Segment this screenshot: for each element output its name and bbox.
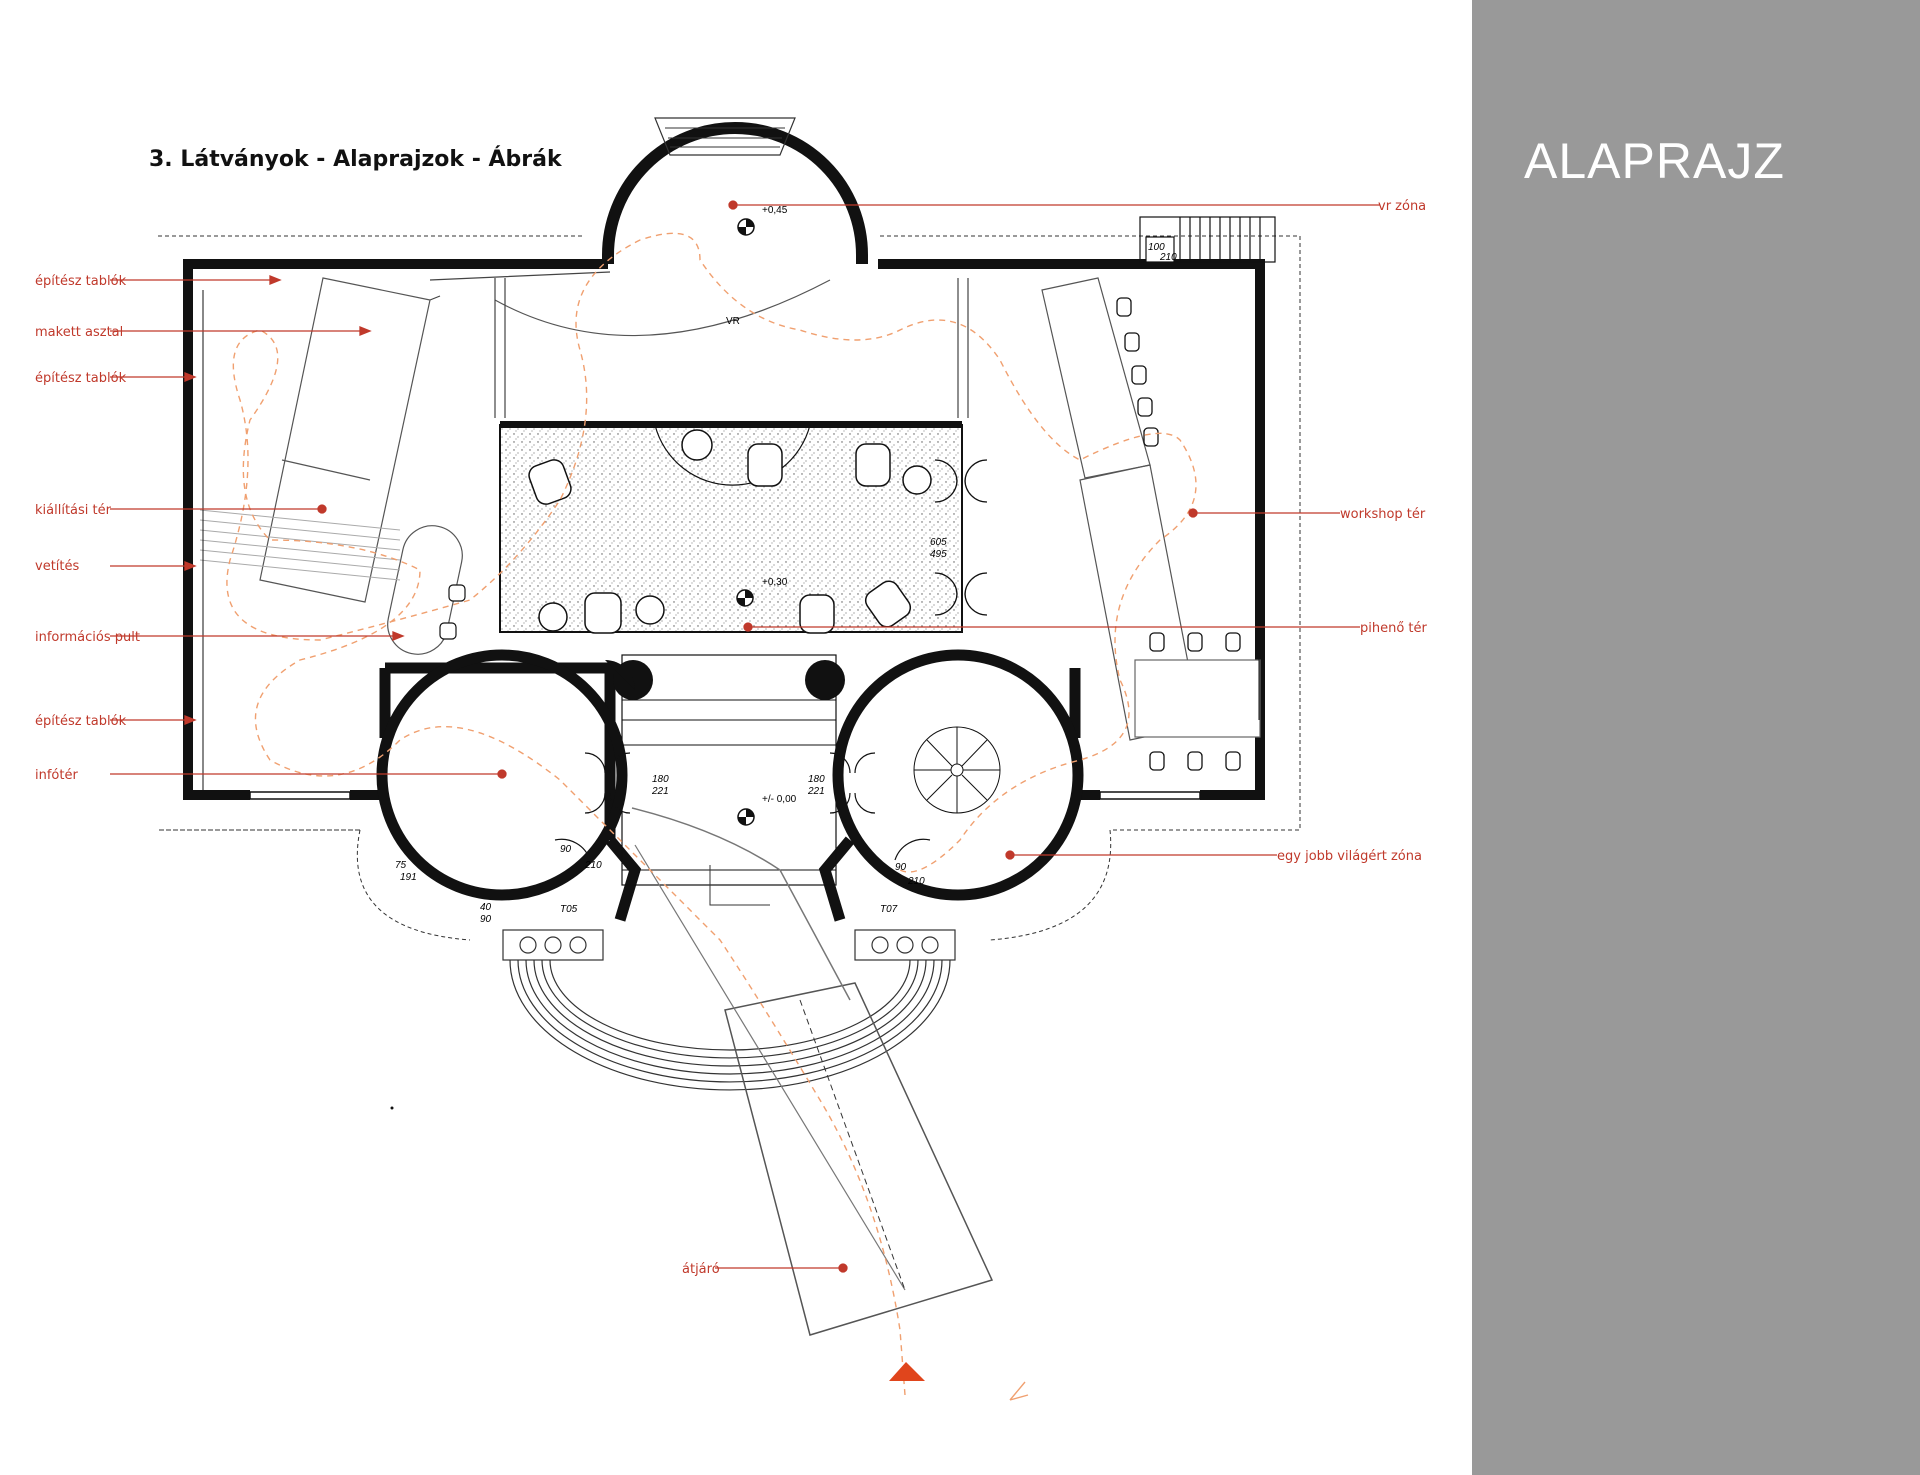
label-epitesz-tablok-1: építész tablók bbox=[35, 274, 127, 289]
label-epitesz-tablok-3: építész tablók bbox=[35, 714, 127, 729]
tower-doors bbox=[584, 752, 876, 814]
window-right bbox=[1099, 791, 1201, 800]
label-t07: T07 bbox=[880, 904, 898, 915]
label-makett-asztal: makett asztal bbox=[35, 325, 123, 340]
vr-level: +0,45 bbox=[762, 205, 788, 216]
door-right-180: 180 bbox=[808, 774, 825, 785]
passage-sightline bbox=[634, 844, 906, 1291]
dim-191: 191 bbox=[400, 872, 417, 883]
spiral-stair bbox=[913, 726, 1001, 814]
passage-bridge bbox=[724, 982, 994, 1336]
door-605: 605 bbox=[930, 537, 947, 548]
exhibition-tables bbox=[259, 277, 466, 655]
door-left-180: 180 bbox=[652, 774, 669, 785]
dim-right-b: 210 bbox=[907, 876, 925, 887]
dim-75: 75 bbox=[395, 860, 407, 871]
vr-arc bbox=[494, 279, 831, 337]
level-marker-entry bbox=[737, 808, 755, 826]
hall-level: +0,30 bbox=[762, 577, 788, 588]
stair-100: 100 bbox=[1148, 242, 1165, 253]
dim-right-a: 90 bbox=[895, 862, 907, 873]
label-epitesz-tablok-2: építész tablók bbox=[35, 371, 127, 386]
entry-walls bbox=[379, 668, 1081, 738]
right-callouts bbox=[715, 200, 1380, 1273]
corridor-lines bbox=[429, 271, 969, 418]
floor-plan: 3. Látványok - Alaprajzok - Ábrák VR +0,… bbox=[35, 117, 1428, 1401]
vr-text: VR bbox=[726, 316, 740, 327]
vr-steps bbox=[654, 117, 796, 156]
dim-left-a: 90 bbox=[560, 844, 572, 855]
left-tower bbox=[376, 649, 628, 901]
site-boundary-rear bbox=[356, 829, 1112, 941]
stair-top-right bbox=[1139, 216, 1276, 263]
door-right-221: 221 bbox=[807, 786, 825, 797]
level-marker-vr bbox=[737, 218, 755, 236]
label-t05: T05 bbox=[560, 904, 578, 915]
label-vr-zona: vr zóna bbox=[1378, 199, 1426, 214]
lounge-chairs bbox=[528, 429, 932, 634]
left-callouts bbox=[110, 275, 507, 779]
workshop-tables bbox=[1041, 277, 1261, 741]
label-workshop-ter: workshop tér bbox=[1340, 507, 1426, 522]
entrance-marker bbox=[889, 1362, 925, 1381]
entry-level: +/- 0,00 bbox=[762, 794, 797, 805]
site-boundary bbox=[158, 235, 1301, 831]
projection-lines bbox=[199, 509, 401, 581]
entry-corridor bbox=[621, 654, 837, 886]
side-title: ALAPRAJZ bbox=[1524, 133, 1785, 189]
workshop-chairs bbox=[1116, 297, 1241, 771]
dim-40: 40 bbox=[480, 902, 492, 913]
front-steps bbox=[502, 929, 956, 1091]
label-informacios-pult: információs pult bbox=[35, 630, 140, 645]
label-vetites: vetítés bbox=[35, 559, 79, 574]
stair-210: 210 bbox=[1159, 252, 1177, 263]
lounge-arc bbox=[654, 424, 811, 486]
lounge-right-doors bbox=[934, 459, 988, 616]
door-495: 495 bbox=[930, 549, 947, 560]
window-left bbox=[249, 791, 351, 800]
label-infoter: infótér bbox=[35, 768, 78, 783]
side-panel: ALAPRAJZ bbox=[1472, 0, 1920, 1475]
level-marker-hall bbox=[736, 589, 754, 607]
visitor-path bbox=[226, 232, 1197, 1396]
right-tower bbox=[832, 649, 1084, 901]
dim-90: 90 bbox=[480, 914, 492, 925]
label-atjaro: átjáró bbox=[682, 1262, 720, 1277]
dim-left-b: 210 bbox=[584, 860, 602, 871]
vr-apse-wall bbox=[602, 122, 868, 264]
page-title: 3. Látványok - Alaprajzok - Ábrák bbox=[149, 146, 563, 172]
label-egy-jobb-vilagert-zona: egy jobb világért zóna bbox=[1277, 849, 1422, 864]
door-left-221: 221 bbox=[651, 786, 669, 797]
label-kiallitasi-ter: kiállítási tér bbox=[35, 503, 112, 518]
tower-inner-doors bbox=[554, 838, 931, 861]
label-piheno-ter: pihenő tér bbox=[1360, 621, 1428, 636]
